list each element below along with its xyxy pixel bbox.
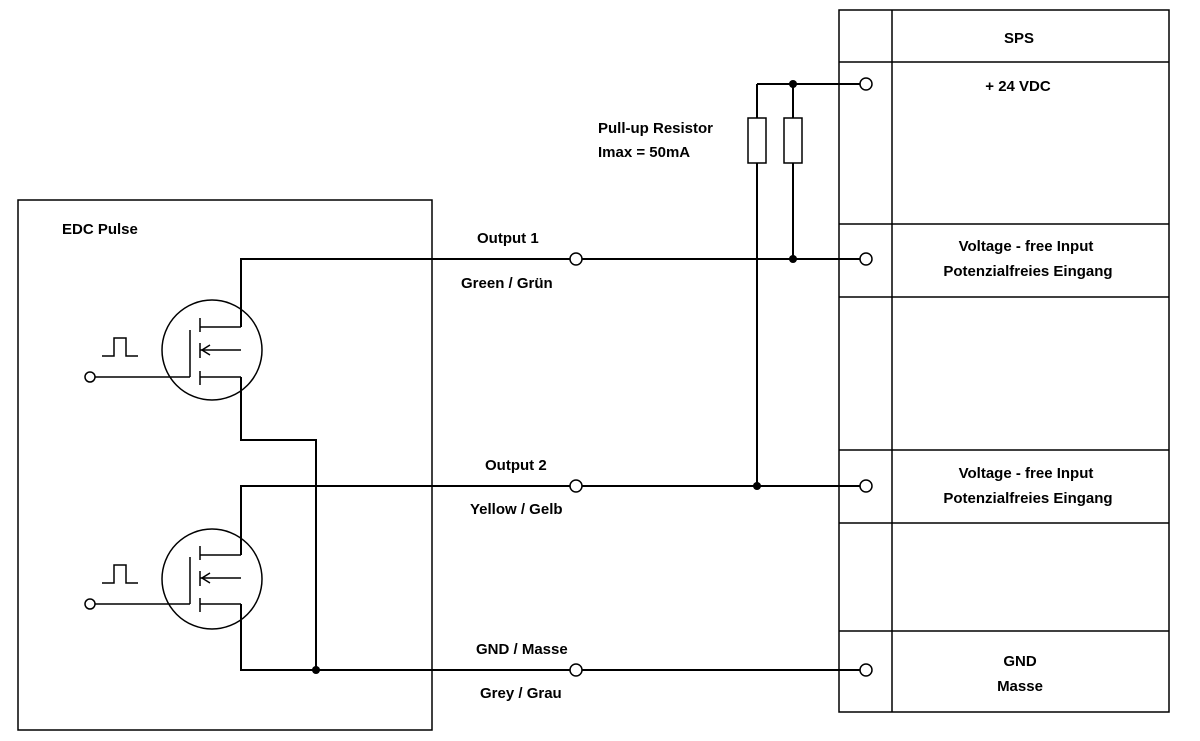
- transistor-1: [95, 299, 263, 401]
- sps-input-1-sublabel: Potenzialfreies Eingang: [943, 263, 1112, 280]
- sps-input-1-terminal: [859, 252, 873, 266]
- control-terminal-1: [84, 371, 96, 383]
- sps-input-2-label: Voltage - free Input: [959, 465, 1094, 482]
- control-terminal-2: [84, 598, 96, 610]
- external-wiring: [582, 80, 860, 671]
- transistor-2: [95, 528, 263, 630]
- sps-supply-label: + 24 VDC: [985, 78, 1051, 95]
- output-1-terminal: [569, 252, 583, 266]
- edc-pulse-title: EDC Pulse: [62, 221, 138, 238]
- output-1-color-label: Green / Grün: [461, 275, 553, 292]
- resistor-current-label: Imax = 50mA: [598, 144, 690, 161]
- pull-up-resistor-1: [747, 117, 767, 164]
- sps-box: [838, 9, 1170, 713]
- output-2-label: Output 2: [485, 457, 547, 474]
- pull-up-resistor-2: [783, 117, 803, 164]
- pulse-symbol-1-icon: [102, 337, 138, 357]
- sps-gnd-label: GND: [1003, 653, 1037, 670]
- output-1-label: Output 1: [477, 230, 539, 247]
- edc-pulse-box: EDC Pulse: [17, 199, 433, 731]
- sps-supply-terminal: [859, 77, 873, 91]
- sps-gnd-terminal: [859, 663, 873, 677]
- resistor-label: Pull-up Resistor: [598, 120, 713, 137]
- gnd-color-label: Grey / Grau: [480, 685, 562, 702]
- sps-input-2-terminal: [859, 479, 873, 493]
- output-2-color-label: Yellow / Gelb: [470, 501, 563, 518]
- sps-input-1-label: Voltage - free Input: [959, 238, 1094, 255]
- gnd-terminal: [569, 663, 583, 677]
- sps-gnd-sublabel: Masse: [997, 678, 1043, 695]
- sps-title: SPS: [1004, 30, 1034, 47]
- pulse-symbol-2-icon: [102, 564, 138, 584]
- internal-wiring: [240, 258, 570, 674]
- output-2-terminal: [569, 479, 583, 493]
- sps-input-2-sublabel: Potenzialfreies Eingang: [943, 490, 1112, 507]
- gnd-label: GND / Masse: [476, 641, 568, 658]
